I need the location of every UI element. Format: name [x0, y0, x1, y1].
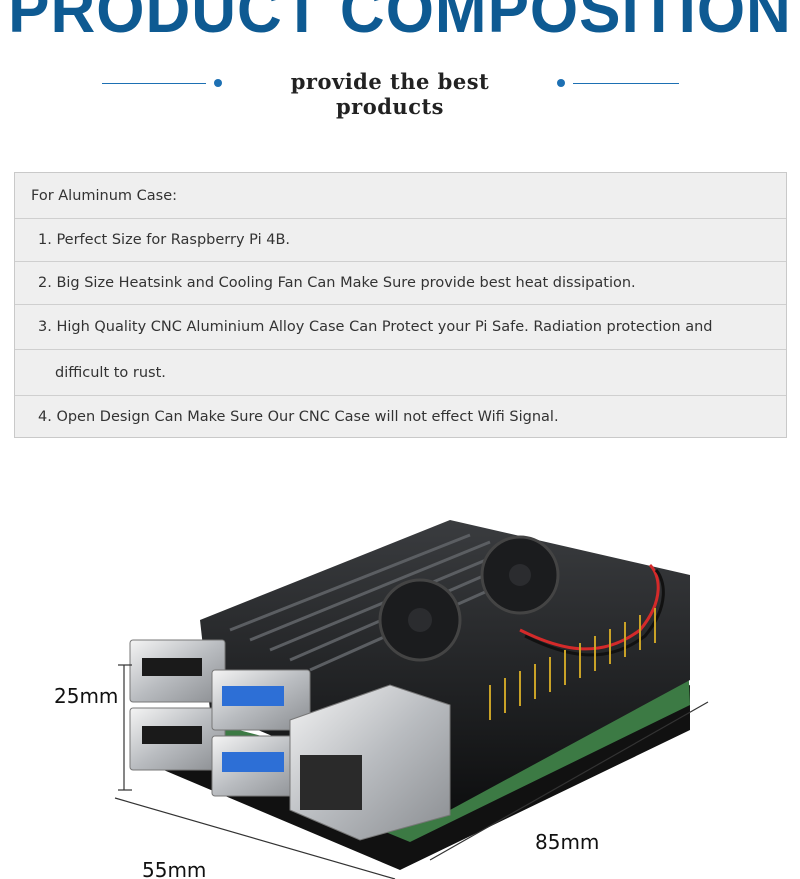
dimension-length: 85mm: [535, 830, 599, 854]
usb2-slot: [142, 658, 202, 676]
spec-table: For Aluminum Case: 1. Perfect Size for R…: [14, 172, 787, 438]
dimension-lines: [114, 664, 709, 879]
usb3-slot: [222, 752, 284, 772]
dimension-height: 25mm: [54, 684, 118, 708]
dimension-width: 55mm: [142, 858, 206, 879]
fan-hub: [408, 608, 432, 632]
fan-hub: [509, 564, 531, 586]
spec-row: 1. Perfect Size for Raspberry Pi 4B.: [15, 219, 786, 262]
product-photo: 25mm 85mm 55mm: [54, 520, 709, 879]
spec-item: 3. High Quality CNC Aluminium Alloy Case…: [38, 319, 713, 335]
subtitle-dot-right: [557, 79, 565, 87]
spec-row: difficult to rust.: [15, 350, 786, 396]
subtitle-line-right: [573, 83, 679, 84]
subtitle-row: provide the best products: [0, 66, 800, 119]
usb3-slot: [222, 686, 284, 706]
usb2-slot: [142, 726, 202, 744]
subtitle: provide the best products: [290, 69, 490, 119]
spec-row: 3. High Quality CNC Aluminium Alloy Case…: [15, 305, 786, 350]
spec-row: 2. Big Size Heatsink and Cooling Fan Can…: [15, 262, 786, 305]
subtitle-dot-left: [214, 79, 222, 87]
subtitle-line-left: [102, 83, 206, 84]
gpio-pins: [489, 608, 656, 720]
spec-item: 2. Big Size Heatsink and Cooling Fan Can…: [38, 275, 636, 291]
spec-item: 1. Perfect Size for Raspberry Pi 4B.: [38, 232, 290, 248]
page-title: PRODUCT COMPOSITION: [8, 0, 792, 47]
fan-wire-red: [519, 563, 660, 651]
spec-heading-row: For Aluminum Case:: [15, 173, 786, 219]
spec-item: difficult to rust.: [55, 364, 166, 381]
spec-item: 4. Open Design Can Make Sure Our CNC Cas…: [38, 409, 559, 425]
spec-heading: For Aluminum Case:: [31, 187, 178, 204]
ethernet-socket: [300, 755, 362, 810]
spec-row: 4. Open Design Can Make Sure Our CNC Cas…: [15, 396, 786, 438]
